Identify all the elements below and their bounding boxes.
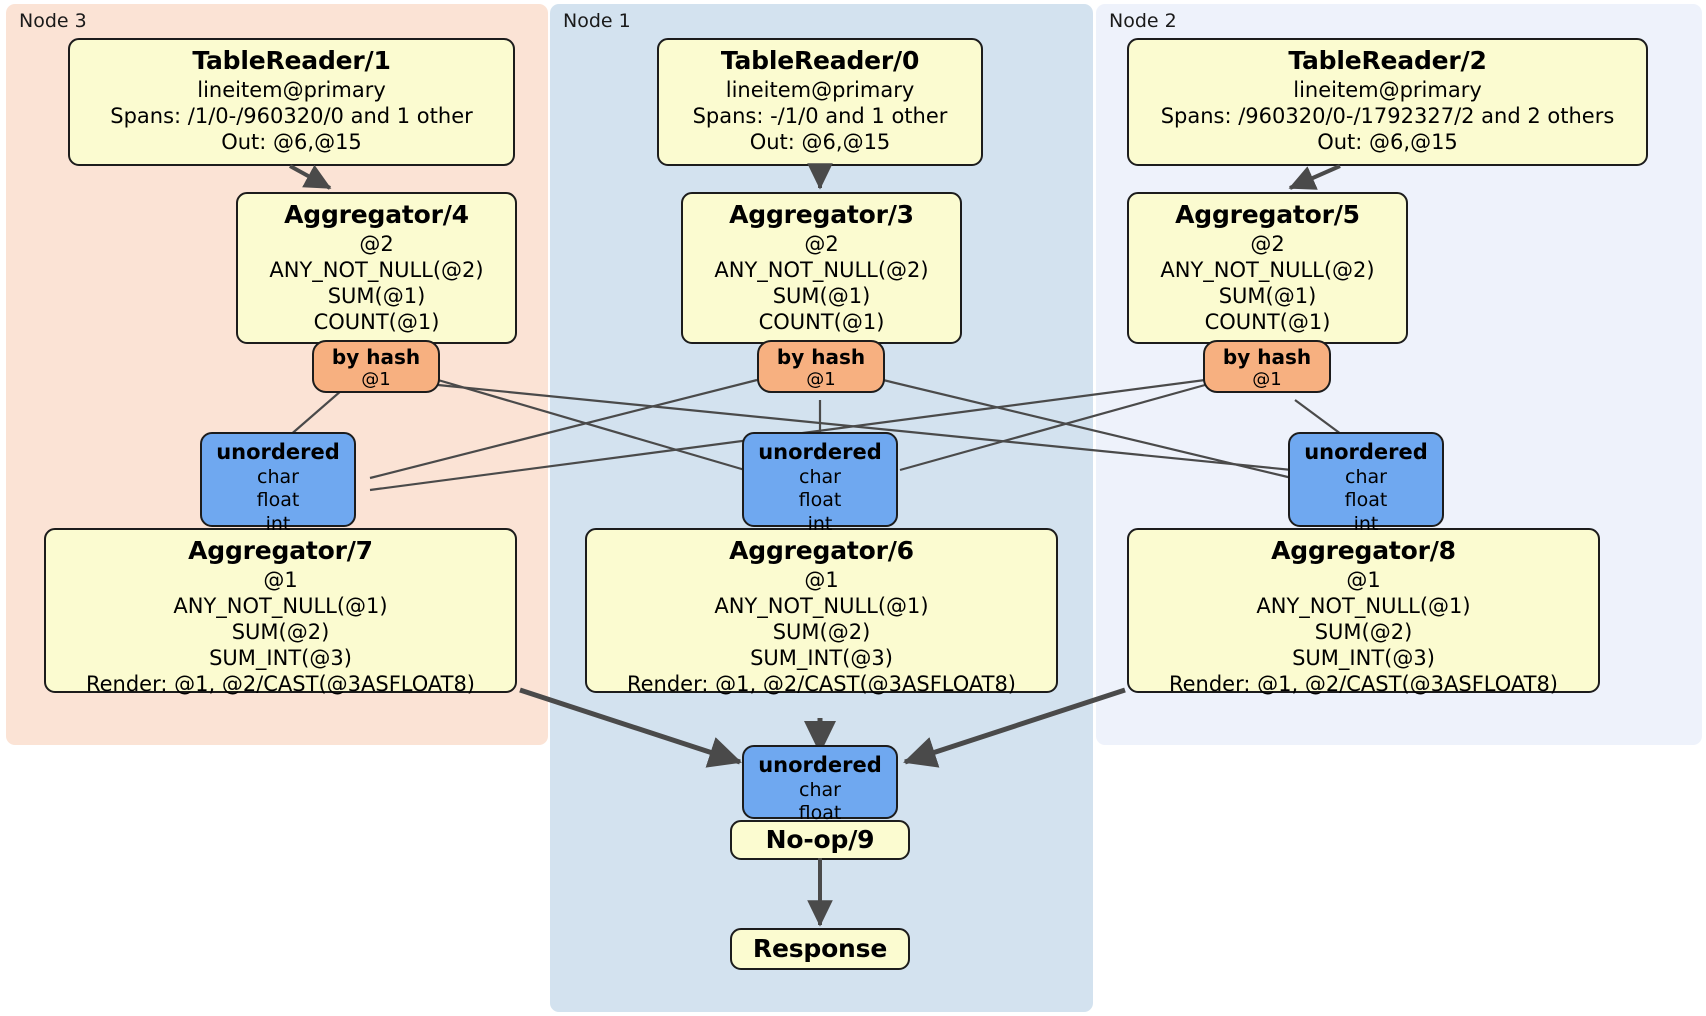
processor-title: No-op/9 <box>765 825 875 854</box>
processor-line: @2 <box>804 231 839 256</box>
router-line: char <box>799 778 841 801</box>
processor-line: Out: @6,@15 <box>1317 129 1458 154</box>
processor-line: COUNT(@1) <box>1204 309 1331 334</box>
processor-aggregator-7[interactable]: Aggregator/7 @1 ANY_NOT_NULL(@1) SUM(@2)… <box>44 528 517 696</box>
processor-aggregator-4[interactable]: Aggregator/4 @2 ANY_NOT_NULL(@2) SUM(@1)… <box>236 192 517 344</box>
processor-line: Render: @1, @2/CAST(@3ASFLOAT8) <box>626 671 1017 696</box>
panel-node-3-label: Node 3 <box>19 10 87 32</box>
processor-title: Aggregator/3 <box>729 200 914 229</box>
router-line: int <box>1353 512 1379 535</box>
processor-line: @1 <box>804 567 839 592</box>
processor-line: Render: @1, @2/CAST(@3ASFLOAT8) <box>85 671 476 696</box>
router-unordered-middle[interactable]: unordered char float int <box>742 432 898 535</box>
processor-line: SUM_INT(@3) <box>750 645 893 670</box>
router-line: int <box>265 512 291 535</box>
router-title: unordered <box>1304 440 1428 464</box>
processor-no-op-9[interactable]: No-op/9 <box>730 820 910 860</box>
processor-line: Spans: /1/0-/960320/0 and 1 other <box>110 103 473 128</box>
processor-aggregator-6[interactable]: Aggregator/6 @1 ANY_NOT_NULL(@1) SUM(@2)… <box>585 528 1058 696</box>
processor-line: @2 <box>359 231 394 256</box>
processor-line: SUM(@2) <box>231 619 330 644</box>
processor-line: COUNT(@1) <box>313 309 440 334</box>
processor-line: lineitem@primary <box>1293 77 1482 102</box>
processor-line: SUM(@2) <box>772 619 871 644</box>
processor-title: TableReader/1 <box>192 46 391 75</box>
router-title: by hash <box>776 345 866 369</box>
processor-title: TableReader/2 <box>1288 46 1487 75</box>
processor-response[interactable]: Response <box>730 928 910 970</box>
processor-title: Aggregator/4 <box>284 200 469 229</box>
processor-line: ANY_NOT_NULL(@1) <box>173 593 388 618</box>
processor-line: Spans: -/1/0 and 1 other <box>692 103 948 128</box>
processor-title: Aggregator/5 <box>1175 200 1360 229</box>
panel-node-2-label: Node 2 <box>1109 10 1177 32</box>
processor-line: ANY_NOT_NULL(@1) <box>714 593 929 618</box>
router-line: float <box>798 489 842 512</box>
processor-line: Out: @6,@15 <box>749 129 891 154</box>
processor-line: SUM(@1) <box>772 283 871 308</box>
router-line: float <box>256 489 300 512</box>
router-unordered-left[interactable]: unordered char float int <box>200 432 356 535</box>
processor-aggregator-5[interactable]: Aggregator/5 @2 ANY_NOT_NULL(@2) SUM(@1)… <box>1127 192 1408 344</box>
panel-node-1-label: Node 1 <box>563 10 631 32</box>
processor-line: lineitem@primary <box>725 77 915 102</box>
processor-line: @1 <box>1346 567 1381 592</box>
router-line: char <box>257 465 299 488</box>
processor-tablereader-0[interactable]: TableReader/0 lineitem@primary Spans: -/… <box>657 38 983 166</box>
processor-line: ANY_NOT_NULL(@1) <box>1256 593 1471 618</box>
router-line: @1 <box>806 369 836 390</box>
processor-line: lineitem@primary <box>197 77 386 102</box>
processor-line: Out: @6,@15 <box>221 129 362 154</box>
router-unordered-final[interactable]: unordered char float <box>742 745 898 824</box>
router-line: @1 <box>1252 369 1282 390</box>
router-line: float <box>798 802 842 825</box>
router-line: char <box>1345 465 1387 488</box>
processor-line: SUM_INT(@3) <box>1292 645 1435 670</box>
router-line: float <box>1344 489 1388 512</box>
router-title: by hash <box>1222 345 1312 369</box>
processor-tablereader-2[interactable]: TableReader/2 lineitem@primary Spans: /9… <box>1127 38 1648 166</box>
router-title: by hash <box>331 345 421 369</box>
router-line: char <box>799 465 841 488</box>
processor-line: SUM(@2) <box>1314 619 1413 644</box>
processor-tablereader-1[interactable]: TableReader/1 lineitem@primary Spans: /1… <box>68 38 515 166</box>
processor-line: SUM(@1) <box>327 283 426 308</box>
processor-title: Aggregator/7 <box>188 536 373 565</box>
router-title: unordered <box>216 440 340 464</box>
router-line: int <box>807 512 833 535</box>
router-title: unordered <box>758 440 882 464</box>
processor-aggregator-3[interactable]: Aggregator/3 @2 ANY_NOT_NULL(@2) SUM(@1)… <box>681 192 962 344</box>
processor-line: ANY_NOT_NULL(@2) <box>269 257 484 282</box>
processor-line: COUNT(@1) <box>758 309 885 334</box>
processor-aggregator-8[interactable]: Aggregator/8 @1 ANY_NOT_NULL(@1) SUM(@2)… <box>1127 528 1600 696</box>
router-title: unordered <box>758 753 882 777</box>
router-by-hash-right[interactable]: by hash @1 <box>1203 340 1331 393</box>
router-by-hash-middle[interactable]: by hash @1 <box>757 340 885 393</box>
processor-title: Aggregator/6 <box>729 536 914 565</box>
processor-title: TableReader/0 <box>720 46 920 75</box>
processor-line: SUM(@1) <box>1218 283 1317 308</box>
processor-line: @1 <box>263 567 298 592</box>
processor-line: ANY_NOT_NULL(@2) <box>1160 257 1375 282</box>
router-line: @1 <box>361 369 391 390</box>
processor-line: SUM_INT(@3) <box>209 645 352 670</box>
processor-line: Render: @1, @2/CAST(@3ASFLOAT8) <box>1168 671 1559 696</box>
router-unordered-right[interactable]: unordered char float int <box>1288 432 1444 535</box>
processor-title: Aggregator/8 <box>1271 536 1456 565</box>
router-by-hash-left[interactable]: by hash @1 <box>312 340 440 393</box>
processor-title: Response <box>752 934 888 963</box>
processor-line: @2 <box>1250 231 1285 256</box>
processor-line: ANY_NOT_NULL(@2) <box>714 257 929 282</box>
processor-line: Spans: /960320/0-/1792327/2 and 2 others <box>1160 103 1615 128</box>
